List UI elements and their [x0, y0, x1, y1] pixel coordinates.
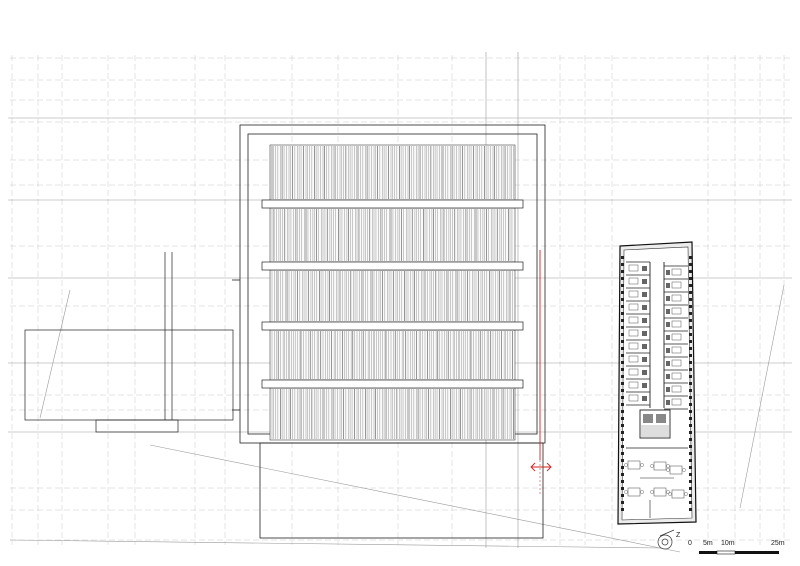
bathroom-block — [642, 318, 647, 323]
bathroom-block — [642, 357, 647, 362]
table — [653, 461, 667, 471]
scale-label-10m: 10m — [721, 540, 735, 547]
bathroom-block — [642, 331, 647, 336]
bed — [628, 264, 639, 272]
bed — [628, 342, 639, 350]
facade-band — [269, 144, 516, 201]
core — [639, 409, 671, 439]
bathroom-block — [642, 305, 647, 310]
bathroom-block — [666, 348, 670, 353]
bathroom-block — [666, 335, 670, 340]
facade-band — [269, 207, 516, 263]
annex-building — [24, 252, 234, 433]
facade-panels — [261, 144, 524, 441]
scale-label-25m: 25m — [771, 540, 785, 547]
bed — [671, 294, 682, 302]
bathroom-block — [666, 322, 670, 327]
bed — [671, 307, 682, 315]
bathroom-block — [666, 387, 670, 392]
bathroom-block — [666, 309, 670, 314]
north-letter: Z — [676, 532, 681, 539]
facade-band — [269, 329, 516, 381]
bathroom-block — [666, 283, 670, 288]
scale-label-0: 0 — [688, 540, 692, 547]
table — [669, 465, 683, 475]
bathroom-block — [666, 296, 670, 301]
bathroom-block — [642, 383, 647, 388]
bathroom-block — [666, 374, 670, 379]
reference-grid — [10, 55, 790, 545]
bathroom-block — [642, 292, 647, 297]
bathroom-block — [666, 400, 670, 405]
bed — [671, 385, 682, 393]
floor-slab — [261, 199, 524, 209]
bathroom-block — [642, 370, 647, 375]
bed — [671, 320, 682, 328]
bed — [628, 290, 639, 298]
bed — [671, 281, 682, 289]
bathroom-block — [666, 270, 670, 275]
floor-slab — [261, 261, 524, 271]
bathroom-block — [642, 279, 647, 284]
bed — [671, 372, 682, 380]
north-arrow — [657, 529, 675, 550]
floor-slab — [261, 321, 524, 331]
floor-slab — [261, 379, 524, 389]
bed — [628, 277, 639, 285]
scale-bar — [699, 550, 779, 555]
bed — [628, 303, 639, 311]
table — [627, 487, 641, 497]
section-marker — [530, 250, 552, 495]
facade-band — [269, 269, 516, 323]
scale-label-5m: 5m — [703, 540, 713, 547]
bathroom-block — [642, 396, 647, 401]
bed — [671, 333, 682, 341]
table — [627, 460, 641, 470]
bed — [628, 329, 639, 337]
bed — [671, 359, 682, 367]
bathroom-block — [642, 344, 647, 349]
bed — [628, 355, 639, 363]
bed — [628, 394, 639, 402]
bathroom-block — [666, 361, 670, 366]
facade-band — [269, 387, 516, 441]
bed — [671, 398, 682, 406]
bed — [671, 346, 682, 354]
bed — [628, 316, 639, 324]
tower-floor-plan — [617, 241, 697, 525]
bed — [628, 368, 639, 376]
table — [671, 489, 685, 499]
table — [653, 487, 667, 497]
bed — [628, 381, 639, 389]
bed — [671, 268, 682, 276]
bathroom-block — [642, 266, 647, 271]
